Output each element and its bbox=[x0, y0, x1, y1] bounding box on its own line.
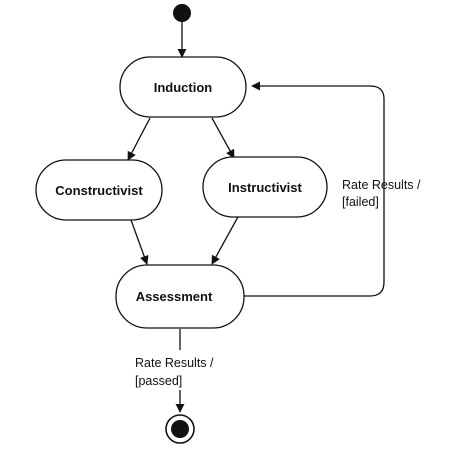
edge-induction-to-instructivist bbox=[211, 117, 235, 159]
state-constructivist: Constructivist bbox=[35, 159, 163, 221]
final-node bbox=[165, 414, 195, 444]
state-instructivist: Instructivist bbox=[202, 156, 328, 218]
edge-constructivist-to-assessment bbox=[130, 219, 149, 265]
edge-induction-to-constructivist bbox=[127, 117, 151, 161]
state-induction: Induction bbox=[119, 56, 247, 118]
state-constructivist-label: Constructivist bbox=[55, 183, 143, 198]
guard-failed-line2: [failed] bbox=[342, 195, 379, 209]
edge-instructivist-to-assessment bbox=[211, 214, 240, 265]
guard-failed-line1: Rate Results / bbox=[342, 178, 421, 192]
guard-passed-line2: [passed] bbox=[135, 374, 182, 388]
state-assessment-label: Assessment bbox=[136, 289, 213, 304]
state-induction-label: Induction bbox=[154, 80, 213, 95]
guard-passed-line1: Rate Results / bbox=[135, 356, 214, 370]
state-instructivist-label: Instructivist bbox=[228, 180, 302, 195]
initial-node bbox=[173, 4, 191, 22]
edge-assessment-failed-loop bbox=[243, 81, 385, 297]
state-assessment: Assessment bbox=[115, 264, 245, 329]
